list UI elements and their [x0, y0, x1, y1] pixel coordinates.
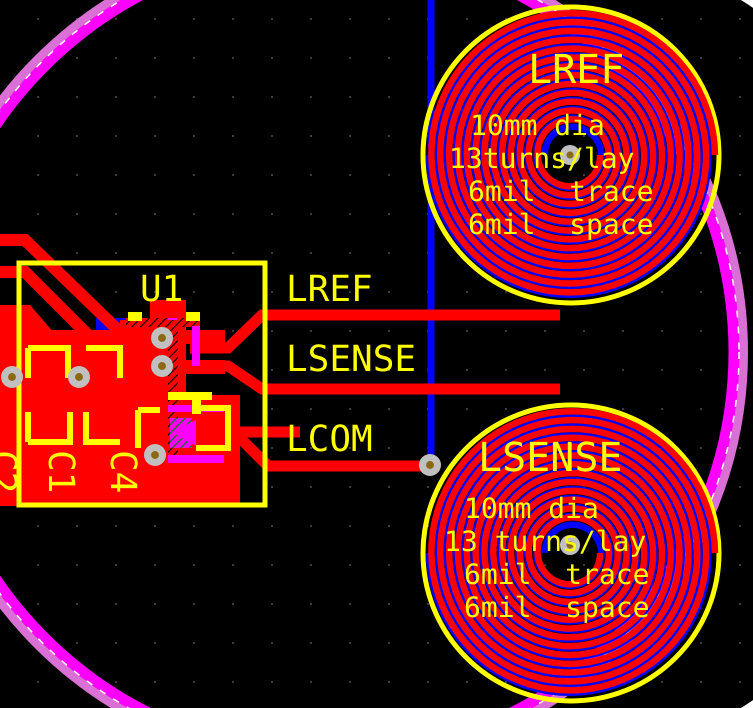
coil-top-spiral: [428, 407, 719, 694]
coil-lsense-spec-0: 10mm dia: [464, 492, 599, 525]
refdes-c2: C2: [0, 450, 23, 494]
coil-lref-graphics: [420, 4, 722, 306]
net-label-lref: LREF: [286, 269, 373, 310]
via-lref-ctr-hole: [566, 151, 574, 159]
coil-top-spiral: [428, 9, 719, 296]
coil-lsense-title: LSENSE: [478, 435, 623, 481]
via-lsense-ctr-hole: [566, 541, 574, 549]
coil-lref-title: LREF: [528, 47, 625, 93]
refdes-c4: C4: [102, 450, 143, 494]
coil-lref-spec-0: 10mm dia: [470, 109, 605, 142]
coil-lsense-spec-2: 6mil trace: [464, 558, 650, 591]
refdes-u1: U1: [140, 269, 184, 310]
via-lcom-hole: [426, 461, 434, 469]
coil-lref-spec-1: 13turns/lay: [449, 142, 635, 175]
net-label-lcom: LCOM: [286, 419, 373, 460]
via-u1-2-hole: [158, 362, 166, 370]
via-left-2-hole: [75, 373, 83, 381]
coil-silk-circle: [420, 4, 722, 306]
refdes-c1: C1: [40, 450, 81, 494]
via-left-1-hole: [8, 373, 16, 381]
coil-lsense-spec-1: 13 turns/lay: [444, 525, 647, 558]
coil-lref-spec-3: 6mil space: [468, 208, 654, 241]
via-u1-1-hole: [158, 334, 166, 342]
coil-silk-circle: [420, 402, 722, 704]
vias: [1, 145, 580, 555]
coil-lsense-graphics: [420, 402, 722, 704]
via-c4-hole: [151, 451, 159, 459]
coil-lref-spec-2: 6mil trace: [468, 175, 654, 208]
coil-lsense-spec-3: 6mil space: [464, 591, 650, 624]
net-label-lsense: LSENSE: [286, 339, 417, 380]
